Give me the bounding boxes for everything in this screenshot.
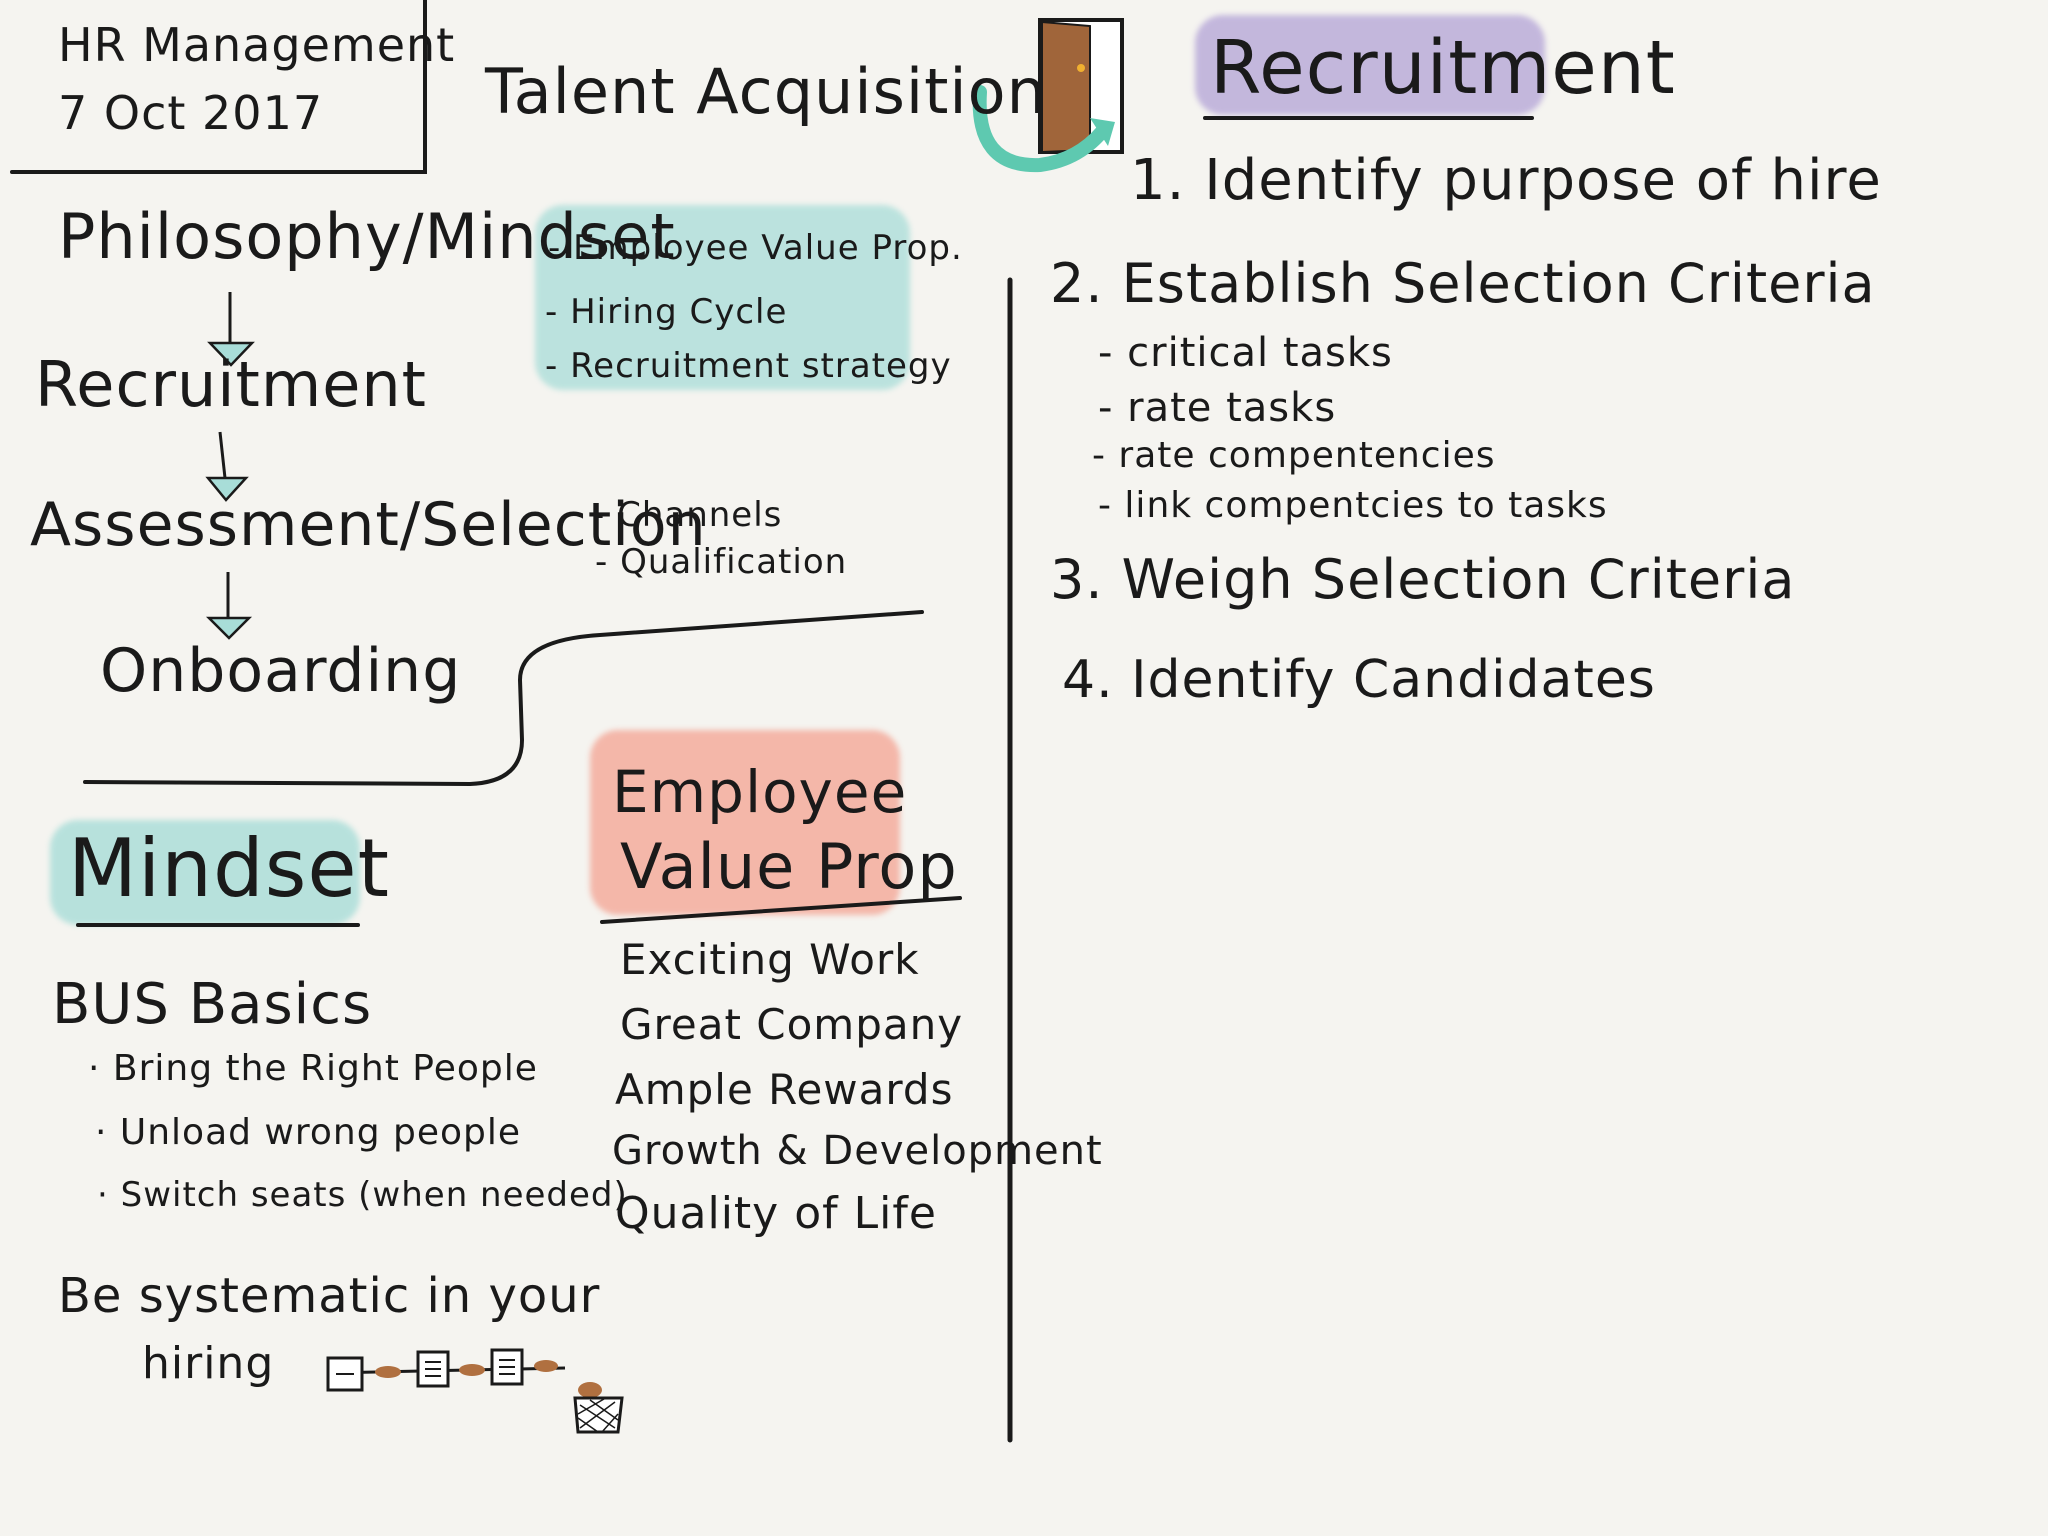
- bus-basics-title: BUS Basics: [52, 972, 373, 1037]
- criteria-item: - rate compentencies: [1092, 435, 1496, 476]
- flow-step-recruitment: Recruitment: [35, 348, 427, 421]
- note-hiring-cycle: - Hiring Cycle: [545, 292, 788, 332]
- door-icon: [1038, 18, 1124, 154]
- date-label: 7 Oct 2017: [58, 86, 324, 140]
- systematic-line2: hiring: [142, 1338, 275, 1389]
- recruitment-step-4: 4. Identify Candidates: [1062, 650, 1656, 710]
- recruitment-heading: Recruitment: [1210, 25, 1676, 111]
- salmon-highlight-evp: [590, 730, 900, 915]
- course-title: HR Management: [58, 18, 456, 72]
- criteria-item: - critical tasks: [1098, 330, 1393, 376]
- down-arrow-icon: [207, 292, 255, 367]
- recruitment-step-2: 2. Establish Selection Criteria: [1050, 252, 1876, 315]
- page-title: Talent Acquisition: [485, 55, 1047, 128]
- teal-highlight-notes: [535, 205, 910, 390]
- evp-item: Quality of Life: [615, 1188, 937, 1239]
- flow-step-assessment: Assessment/Selection: [30, 490, 707, 560]
- note-evp: - Employee Value Prop.: [548, 228, 963, 268]
- mindset-heading: Mindset: [68, 822, 390, 915]
- down-arrow-icon: [205, 572, 253, 640]
- systematic-line1: Be systematic in your: [58, 1268, 601, 1324]
- bus-item: · Bring the Right People: [88, 1048, 538, 1089]
- down-arrow-icon: [205, 431, 249, 502]
- note-channels: - Channels: [592, 495, 783, 535]
- criteria-item: - link compentcies to tasks: [1098, 485, 1608, 526]
- evp-item: Exciting Work: [620, 935, 920, 984]
- note-qualification: - Qualification: [595, 542, 848, 582]
- teal-highlight-mindset: [50, 820, 360, 925]
- recruitment-step-3: 3. Weigh Selection Criteria: [1050, 548, 1796, 611]
- evp-item: Great Company: [620, 1000, 964, 1049]
- evp-heading-line2: Value Prop: [620, 830, 958, 903]
- basket-icon: [573, 1382, 624, 1434]
- evp-item: Growth & Development: [612, 1128, 1103, 1174]
- recruitment-step-1: 1. Identify purpose of hire: [1130, 148, 1882, 213]
- bus-item: · Unload wrong people: [95, 1112, 522, 1153]
- flow-step-onboarding: Onboarding: [100, 636, 462, 706]
- purple-highlight-recruitment: [1195, 15, 1545, 115]
- flow-step-philosophy: Philosophy/Mindset: [58, 200, 676, 273]
- note-recruitment-strategy: - Recruitment strategy: [545, 346, 952, 386]
- hiring-pipeline-icon: [326, 1348, 566, 1392]
- evp-heading-line1: Employee: [612, 758, 908, 826]
- bus-item: · Switch seats (when needed): [97, 1175, 628, 1215]
- curved-arrow-icon: [972, 85, 1115, 173]
- criteria-item: - rate tasks: [1098, 385, 1337, 431]
- evp-item: Ample Rewards: [615, 1065, 954, 1114]
